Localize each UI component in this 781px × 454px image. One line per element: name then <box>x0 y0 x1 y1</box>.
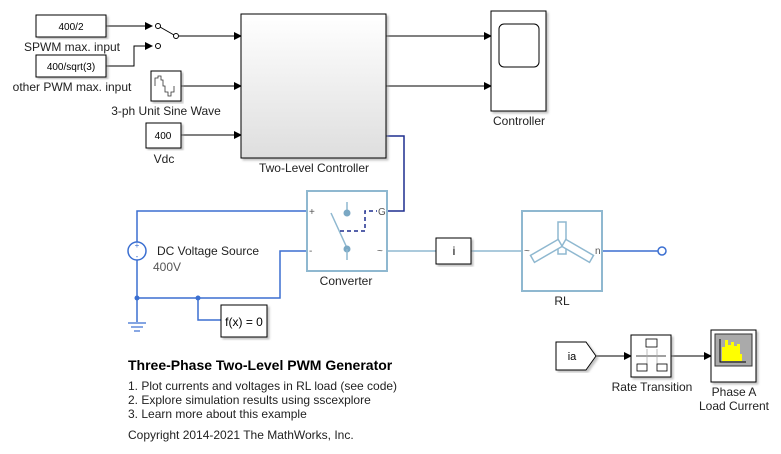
phase-a-scope-block[interactable]: Phase A Load Current <box>699 329 770 413</box>
svg-text:~: ~ <box>377 246 383 257</box>
svg-text:SPWM max. input: SPWM max. input <box>24 40 121 54</box>
svg-text:-: - <box>136 252 139 261</box>
annotation-item[interactable]: 1. Plot currents and voltages in RL load… <box>128 379 397 393</box>
ground-icon <box>128 322 146 332</box>
signal-lines <box>106 22 712 360</box>
svg-text:ia: ia <box>568 351 577 363</box>
svg-text:400: 400 <box>155 131 172 142</box>
goto-ia-block[interactable]: ia <box>555 341 597 371</box>
svg-text:DC Voltage Source: DC Voltage Source <box>157 244 259 258</box>
svg-text:Phase A: Phase A <box>712 385 757 399</box>
svg-text:-: - <box>309 246 312 257</box>
annotation-title: Three-Phase Two-Level PWM Generator <box>128 357 393 373</box>
svg-text:i: i <box>453 244 456 258</box>
constant-other-block[interactable]: 400/sqrt(3) other PWM max. input <box>13 54 132 94</box>
svg-text:400/sqrt(3): 400/sqrt(3) <box>47 62 95 73</box>
svg-text:other PWM max. input: other PWM max. input <box>13 80 132 94</box>
dc-voltage-source[interactable]: + - DC Voltage Source 400V <box>127 241 259 274</box>
rate-transition-block[interactable]: Rate Transition <box>612 334 693 394</box>
svg-text:RL: RL <box>554 294 570 308</box>
svg-text:n: n <box>595 246 601 257</box>
wye-load-icon <box>529 221 595 264</box>
annotation-item[interactable]: 2. Explore simulation results using ssce… <box>128 393 371 407</box>
scope-screen-icon <box>498 23 540 68</box>
svg-text:Rate Transition: Rate Transition <box>612 380 693 394</box>
constant-spwm-block[interactable]: 400/2 SPWM max. input <box>24 14 121 54</box>
svg-text:400/2: 400/2 <box>58 22 83 33</box>
svg-text:~: ~ <box>524 246 530 257</box>
histogram-icon <box>719 339 746 363</box>
svg-text:G: G <box>378 207 386 218</box>
current-sensor-block[interactable]: i <box>435 237 472 265</box>
solver-configuration-block[interactable]: f(x) = 0 <box>220 304 268 338</box>
svg-text:Vdc: Vdc <box>154 152 175 166</box>
two-level-controller-subsystem[interactable]: Two-Level Controller <box>240 13 387 175</box>
sine-wave-block[interactable]: 3-ph Unit Sine Wave <box>111 70 221 118</box>
vdc-constant-block[interactable]: 400 Vdc <box>145 122 182 166</box>
svg-text:Two-Level Controller: Two-Level Controller <box>259 161 369 175</box>
svg-text:Controller: Controller <box>493 114 545 128</box>
rate-transition-icon <box>636 338 668 372</box>
svg-text:3-ph Unit Sine Wave: 3-ph Unit Sine Wave <box>111 104 221 118</box>
svg-text:+: + <box>309 207 315 218</box>
svg-text:+: + <box>135 241 140 250</box>
converter-block[interactable]: + - G ~ Converter <box>306 190 388 288</box>
svg-text:400V: 400V <box>153 260 181 274</box>
controller-scope-block[interactable]: Controller <box>490 10 547 128</box>
physical-lines <box>134 210 667 322</box>
manual-switch[interactable] <box>155 23 179 49</box>
rl-load-block[interactable]: ~ n RL <box>521 210 603 308</box>
switch-icon <box>330 202 377 260</box>
sine-wave-icon <box>154 75 175 97</box>
copyright: Copyright 2014-2021 The MathWorks, Inc. <box>128 428 354 442</box>
annotation: Three-Phase Two-Level PWM Generator 1. P… <box>128 357 397 442</box>
connection-port-icon[interactable] <box>657 246 667 256</box>
annotation-item[interactable]: 3. Learn more about this example <box>128 407 307 421</box>
svg-text:Load Current: Load Current <box>699 399 770 413</box>
svg-text:Converter: Converter <box>320 274 373 288</box>
svg-text:f(x) = 0: f(x) = 0 <box>225 315 263 329</box>
